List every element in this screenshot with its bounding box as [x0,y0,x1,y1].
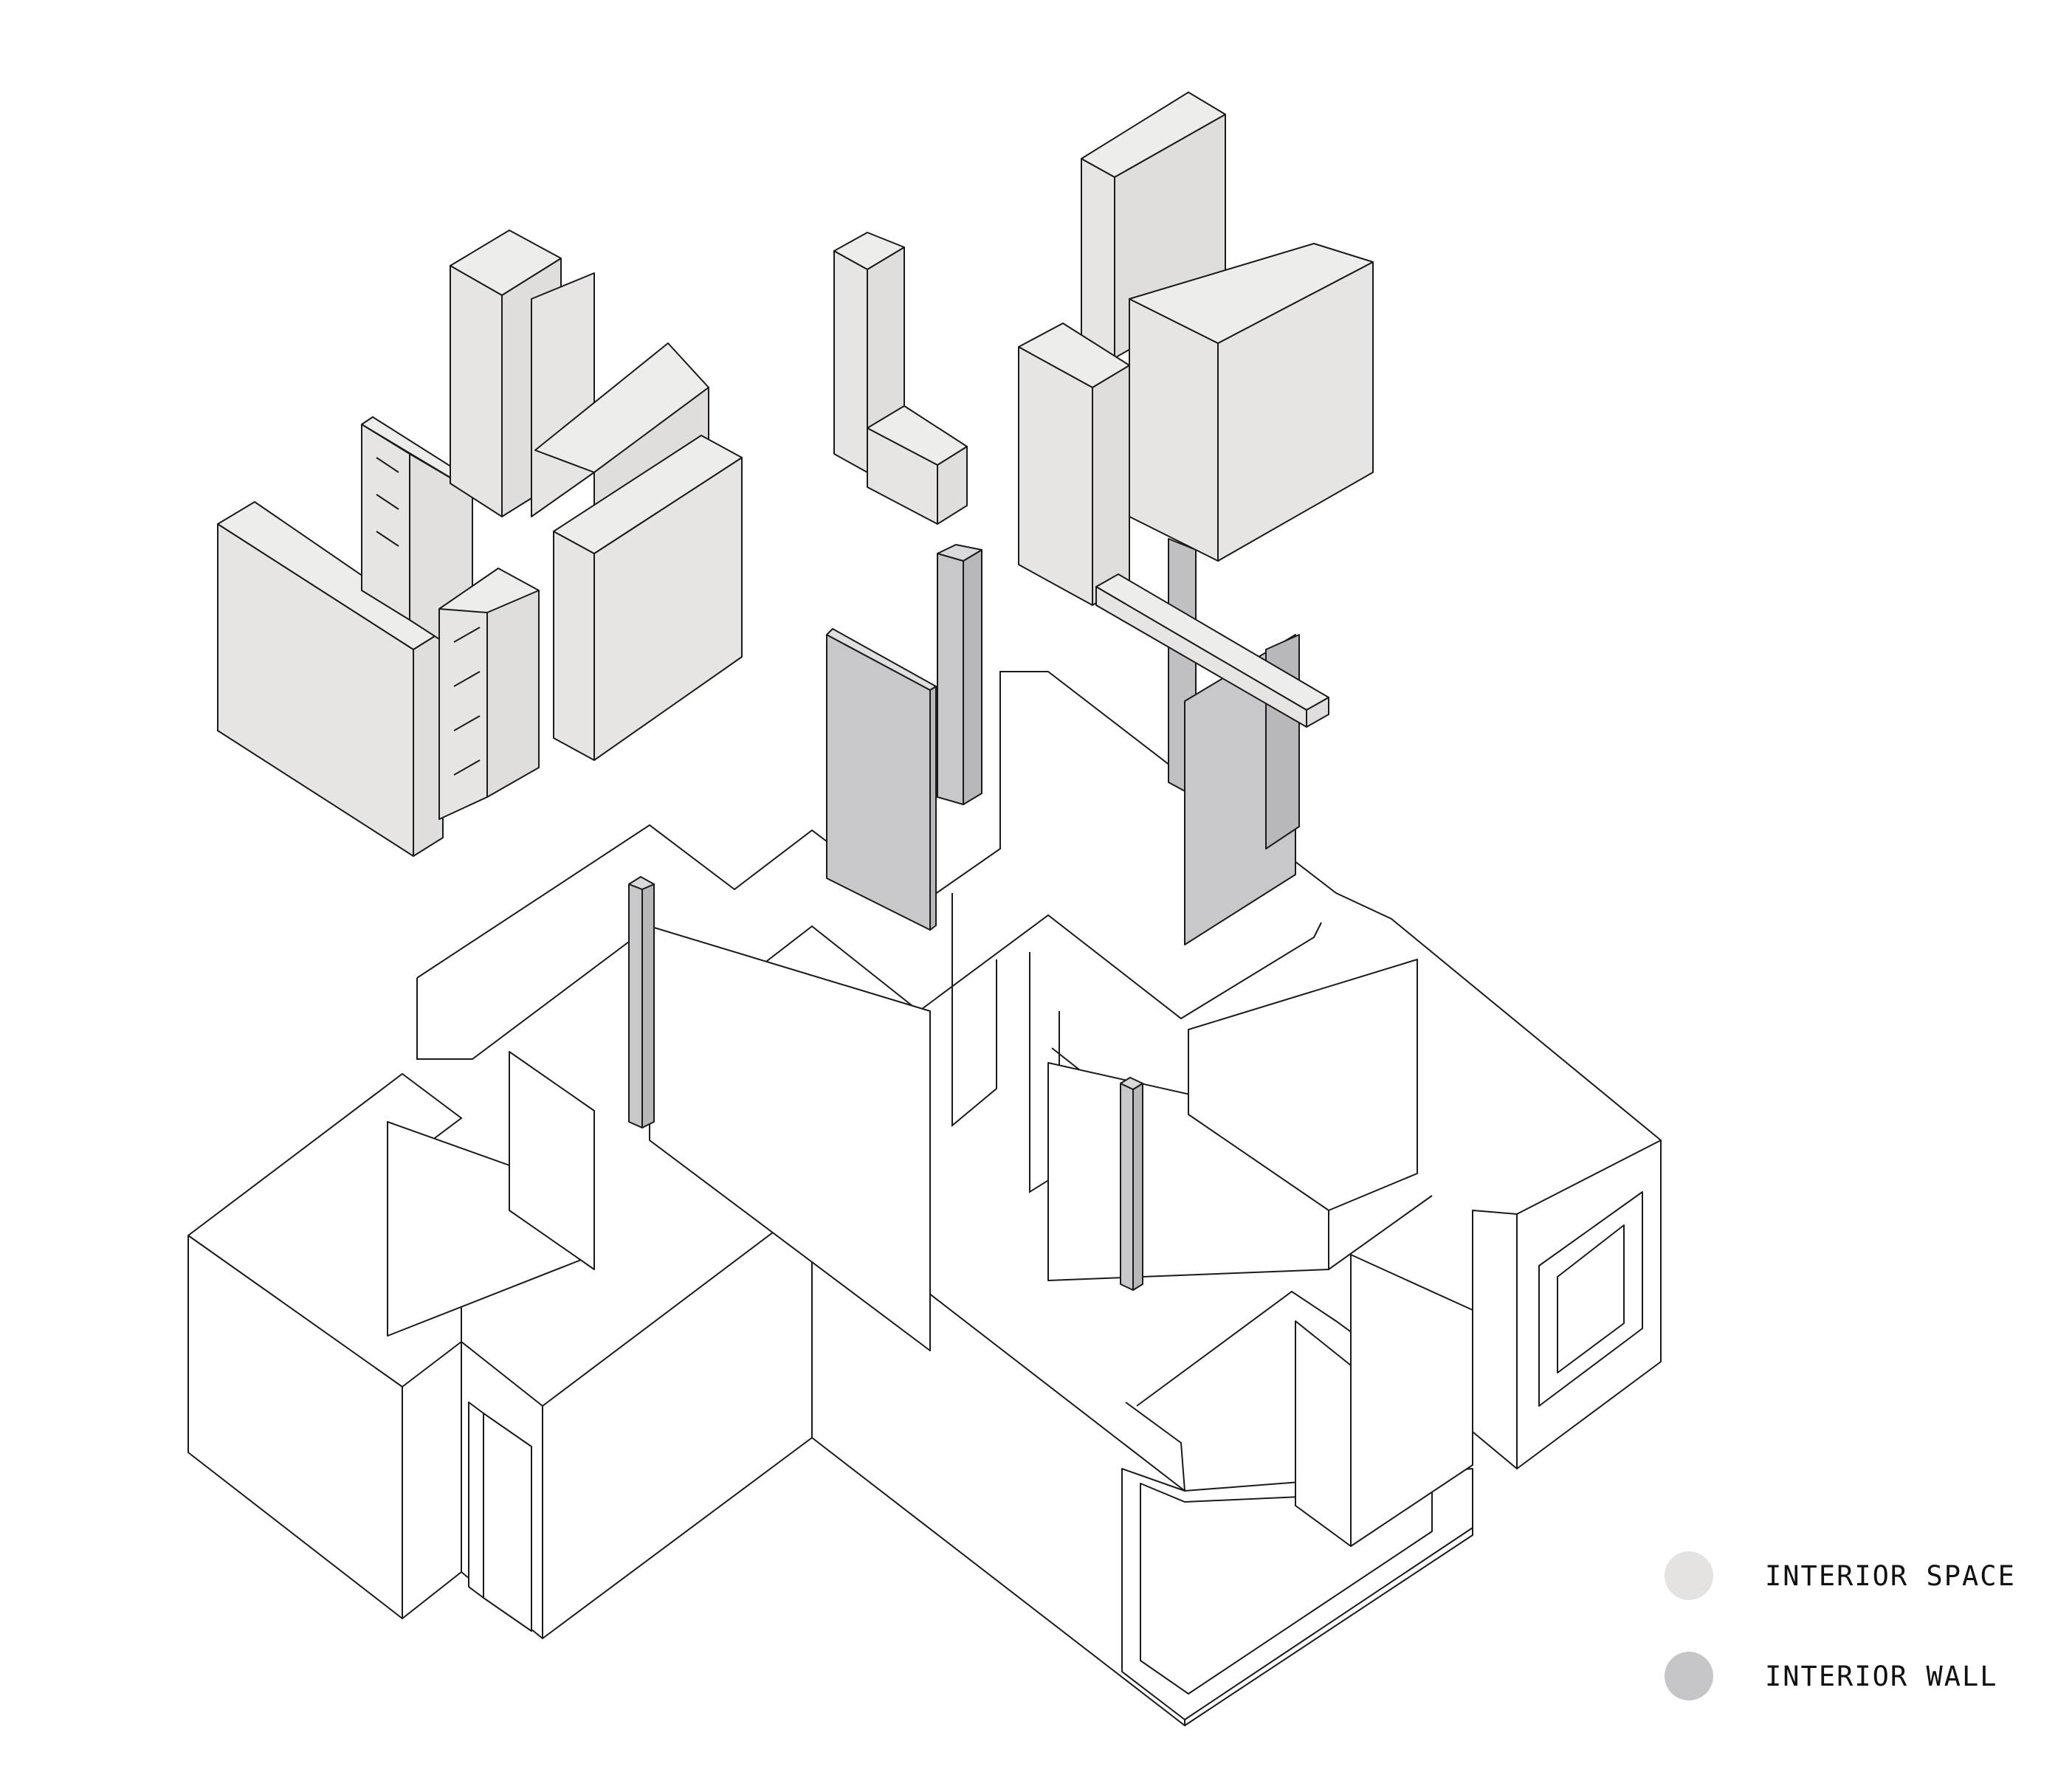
space-right-tall-top [1081,92,1226,178]
interior-wall-post-right-side [1132,1083,1143,1291]
doorway-opening [483,1413,532,1632]
interior-wall-thin-center-side [963,549,982,805]
space-shelf-small-front [438,590,488,820]
space-beam-side [1306,697,1329,728]
interior-wall-post-left [628,883,643,1128]
space-right-tall-front [1081,158,1115,359]
interior-wall-post-right-top [1120,1077,1143,1090]
legend-item-interior-wall: INTERIOR WALL [1665,1650,2016,1702]
lower-right-rim [1125,1402,1185,1492]
legend-item-interior-space: INTERIOR SPACE [1665,1550,2016,1602]
space-right-cabinet-front [1018,346,1093,606]
outer-wall-front-face [402,1341,462,1619]
long-front-wall [542,1202,813,1639]
space-tower-top [450,230,562,296]
interior-wall-post-left-top [628,876,655,890]
legend-label-interior-wall: INTERIOR WALL [1765,1660,1998,1692]
right-tower-side [1472,1210,1518,1469]
base-floor-plan [187,671,1662,1726]
partition-far-right-room [1188,959,1418,1211]
window-opening [1557,1224,1625,1373]
space-right-block-front [1129,298,1219,562]
space-center-low-top [867,405,968,466]
interior-wall-thin-center-top [937,544,982,562]
interior-wall-panel-center-top [826,628,937,691]
legend-label-interior-space: INTERIOR SPACE [1765,1559,2016,1592]
interior-wall-swatch-icon [1665,1652,1713,1700]
space-room-block-top [553,435,743,554]
space-center-tall-front [833,250,868,473]
interior-wall-post-right [1120,1083,1134,1291]
outer-wall-left-face [187,1235,403,1619]
inner-rim-line [416,914,1322,1060]
corridor-line [951,893,997,1128]
bathroom-wall-2 [1350,1254,1473,1547]
partition-room-back [509,1051,595,1270]
space-shelf-small-side [486,590,540,798]
interior-wall-panel-center-edge [929,686,937,931]
space-shelf-front [361,424,410,621]
space-room-block-front [553,531,595,761]
space-shelf-small-top [438,568,540,613]
interior-wall-post-left-side [641,883,655,1128]
shelf-dividers [376,457,481,776]
space-tower-front [450,265,503,517]
interior-wall-thin-center [937,553,964,805]
space-right-block-top [1129,243,1374,344]
legend: INTERIOR SPACE INTERIOR WALL [1665,1550,2016,1751]
bathroom-wall [1295,1320,1352,1547]
doorway-frame [468,1402,484,1599]
upper-wall-top-rim [416,671,1662,1141]
space-cabinet-right [531,272,595,517]
interior-space-swatch-icon [1665,1551,1713,1600]
space-center-tall-top [833,232,905,270]
space-right-cabinet-side [1092,365,1130,606]
interior-walls [628,538,1300,1291]
